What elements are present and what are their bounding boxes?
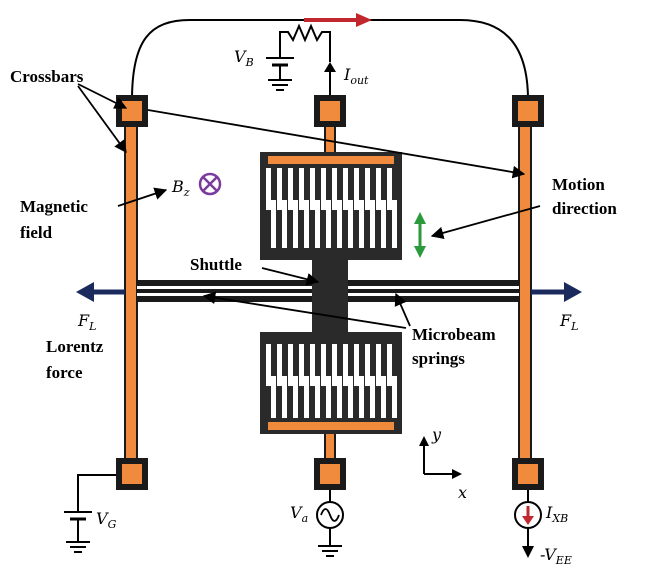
axis-label-x: x [458,483,467,502]
symbol-vg: VG [96,509,117,531]
leader-crossbars-left [77,83,128,109]
lower-comb-drive [260,332,402,434]
comb-finger-gap [332,168,337,210]
symbol-bz: Bz [171,177,190,199]
comb-finger-gap [277,168,282,210]
comb-finger-gap [326,200,331,248]
comb-finger-gap [387,344,392,386]
comb-finger-gap [343,168,348,210]
label-motion-2: direction [552,199,617,218]
leader-microbeam-left [202,291,407,329]
pad-bottom-center [314,458,346,490]
right-crossbar [518,111,532,473]
vg-source [64,474,116,553]
label-microbeam-2: springs [412,349,465,368]
comb-finger-gap [365,168,370,210]
comb-finger-gap [299,168,304,210]
comb-finger-gap [392,376,397,418]
upper-comb-drive [260,152,402,260]
comb-finger-gap [337,200,342,248]
comb-finger-gap [354,168,359,210]
pad-top-left [116,95,148,127]
comb-finger-gap [315,376,320,418]
comb-finger-gap [310,344,315,386]
label-motion-1: Motion [552,175,605,194]
leader-magnetic-field [117,187,168,207]
comb-finger-gap [266,168,271,210]
comb-finger-gap [271,376,276,418]
magnetic-field-into-page-icon [198,172,222,196]
pad-bottom-left [116,458,148,490]
comb-finger-gap [359,376,364,418]
label-microbeam-1: Microbeam [412,325,496,344]
comb-finger-gap [271,200,276,248]
symbol-fl-left: FL [77,311,96,333]
comb-finger-gap [299,344,304,386]
symbol-ixb: IXB [545,503,568,525]
left-crossbar [124,111,138,473]
comb-finger-gap [266,344,271,386]
comb-finger-gap [337,376,342,418]
symbol-fl-right: FL [559,311,578,333]
comb-finger-gap [293,200,298,248]
label-lorentz-1: Lorentz [46,337,104,356]
comb-finger-gap [370,376,375,418]
label-crossbars: Crossbars [10,67,84,86]
comb-finger-gap [381,200,386,248]
label-magnetic-2: field [20,223,53,242]
comb-finger-gap [387,168,392,210]
symbol-vee: -VEE [540,545,572,567]
comb-finger-gap [282,376,287,418]
motion-direction-arrow [414,212,426,258]
comb-finger-gap [365,344,370,386]
symbol-va: Va [290,503,308,525]
comb-finger-gap [326,376,331,418]
shuttle-body [312,258,348,334]
axis-label-y: y [431,425,442,444]
pad-top-right [512,95,544,127]
comb-finger-gap [288,168,293,210]
current-arrow-top-head [356,13,372,27]
comb-finger-gap [321,344,326,386]
lorentz-arrow-left-head [76,282,94,302]
vb-source [266,23,336,100]
leader-motion [430,205,541,240]
comb-finger-gap [310,168,315,210]
pad-bottom-right [512,458,544,490]
symbol-vb: VB [234,47,254,69]
comb-finger-gap [376,344,381,386]
leader-crossbars-bar [77,85,127,154]
comb-finger-gap [288,344,293,386]
leader-shuttle [261,267,320,286]
leader-microbeam-right [394,292,411,327]
label-magnetic-1: Magnetic [20,197,88,216]
comb-finger-gap [304,200,309,248]
comb-finger-gap [277,344,282,386]
comb-finger-gap [359,200,364,248]
comb-finger-gap [282,200,287,248]
symbol-iout: Iout [343,65,369,87]
pad-top-center [314,95,346,127]
leader-crossbars-right [147,109,526,179]
comb-finger-gap [315,200,320,248]
comb-finger-gap [370,200,375,248]
lorentz-arrow-right-head [564,282,582,302]
comb-finger-gap [321,168,326,210]
comb-finger-gap [348,200,353,248]
comb-finger-gap [376,168,381,210]
comb-finger-gap [354,344,359,386]
comb-finger-gap [392,200,397,248]
coordinate-axes [419,436,462,479]
comb-finger-gap [304,376,309,418]
label-lorentz-2: force [46,363,83,382]
comb-finger-gap [293,376,298,418]
label-shuttle: Shuttle [190,255,242,274]
comb-finger-gap [381,376,386,418]
comb-finger-gap [343,344,348,386]
va-ac-source [316,490,344,557]
comb-finger-gap [348,376,353,418]
ixb-current-source [514,490,542,558]
comb-finger-gap [332,344,337,386]
